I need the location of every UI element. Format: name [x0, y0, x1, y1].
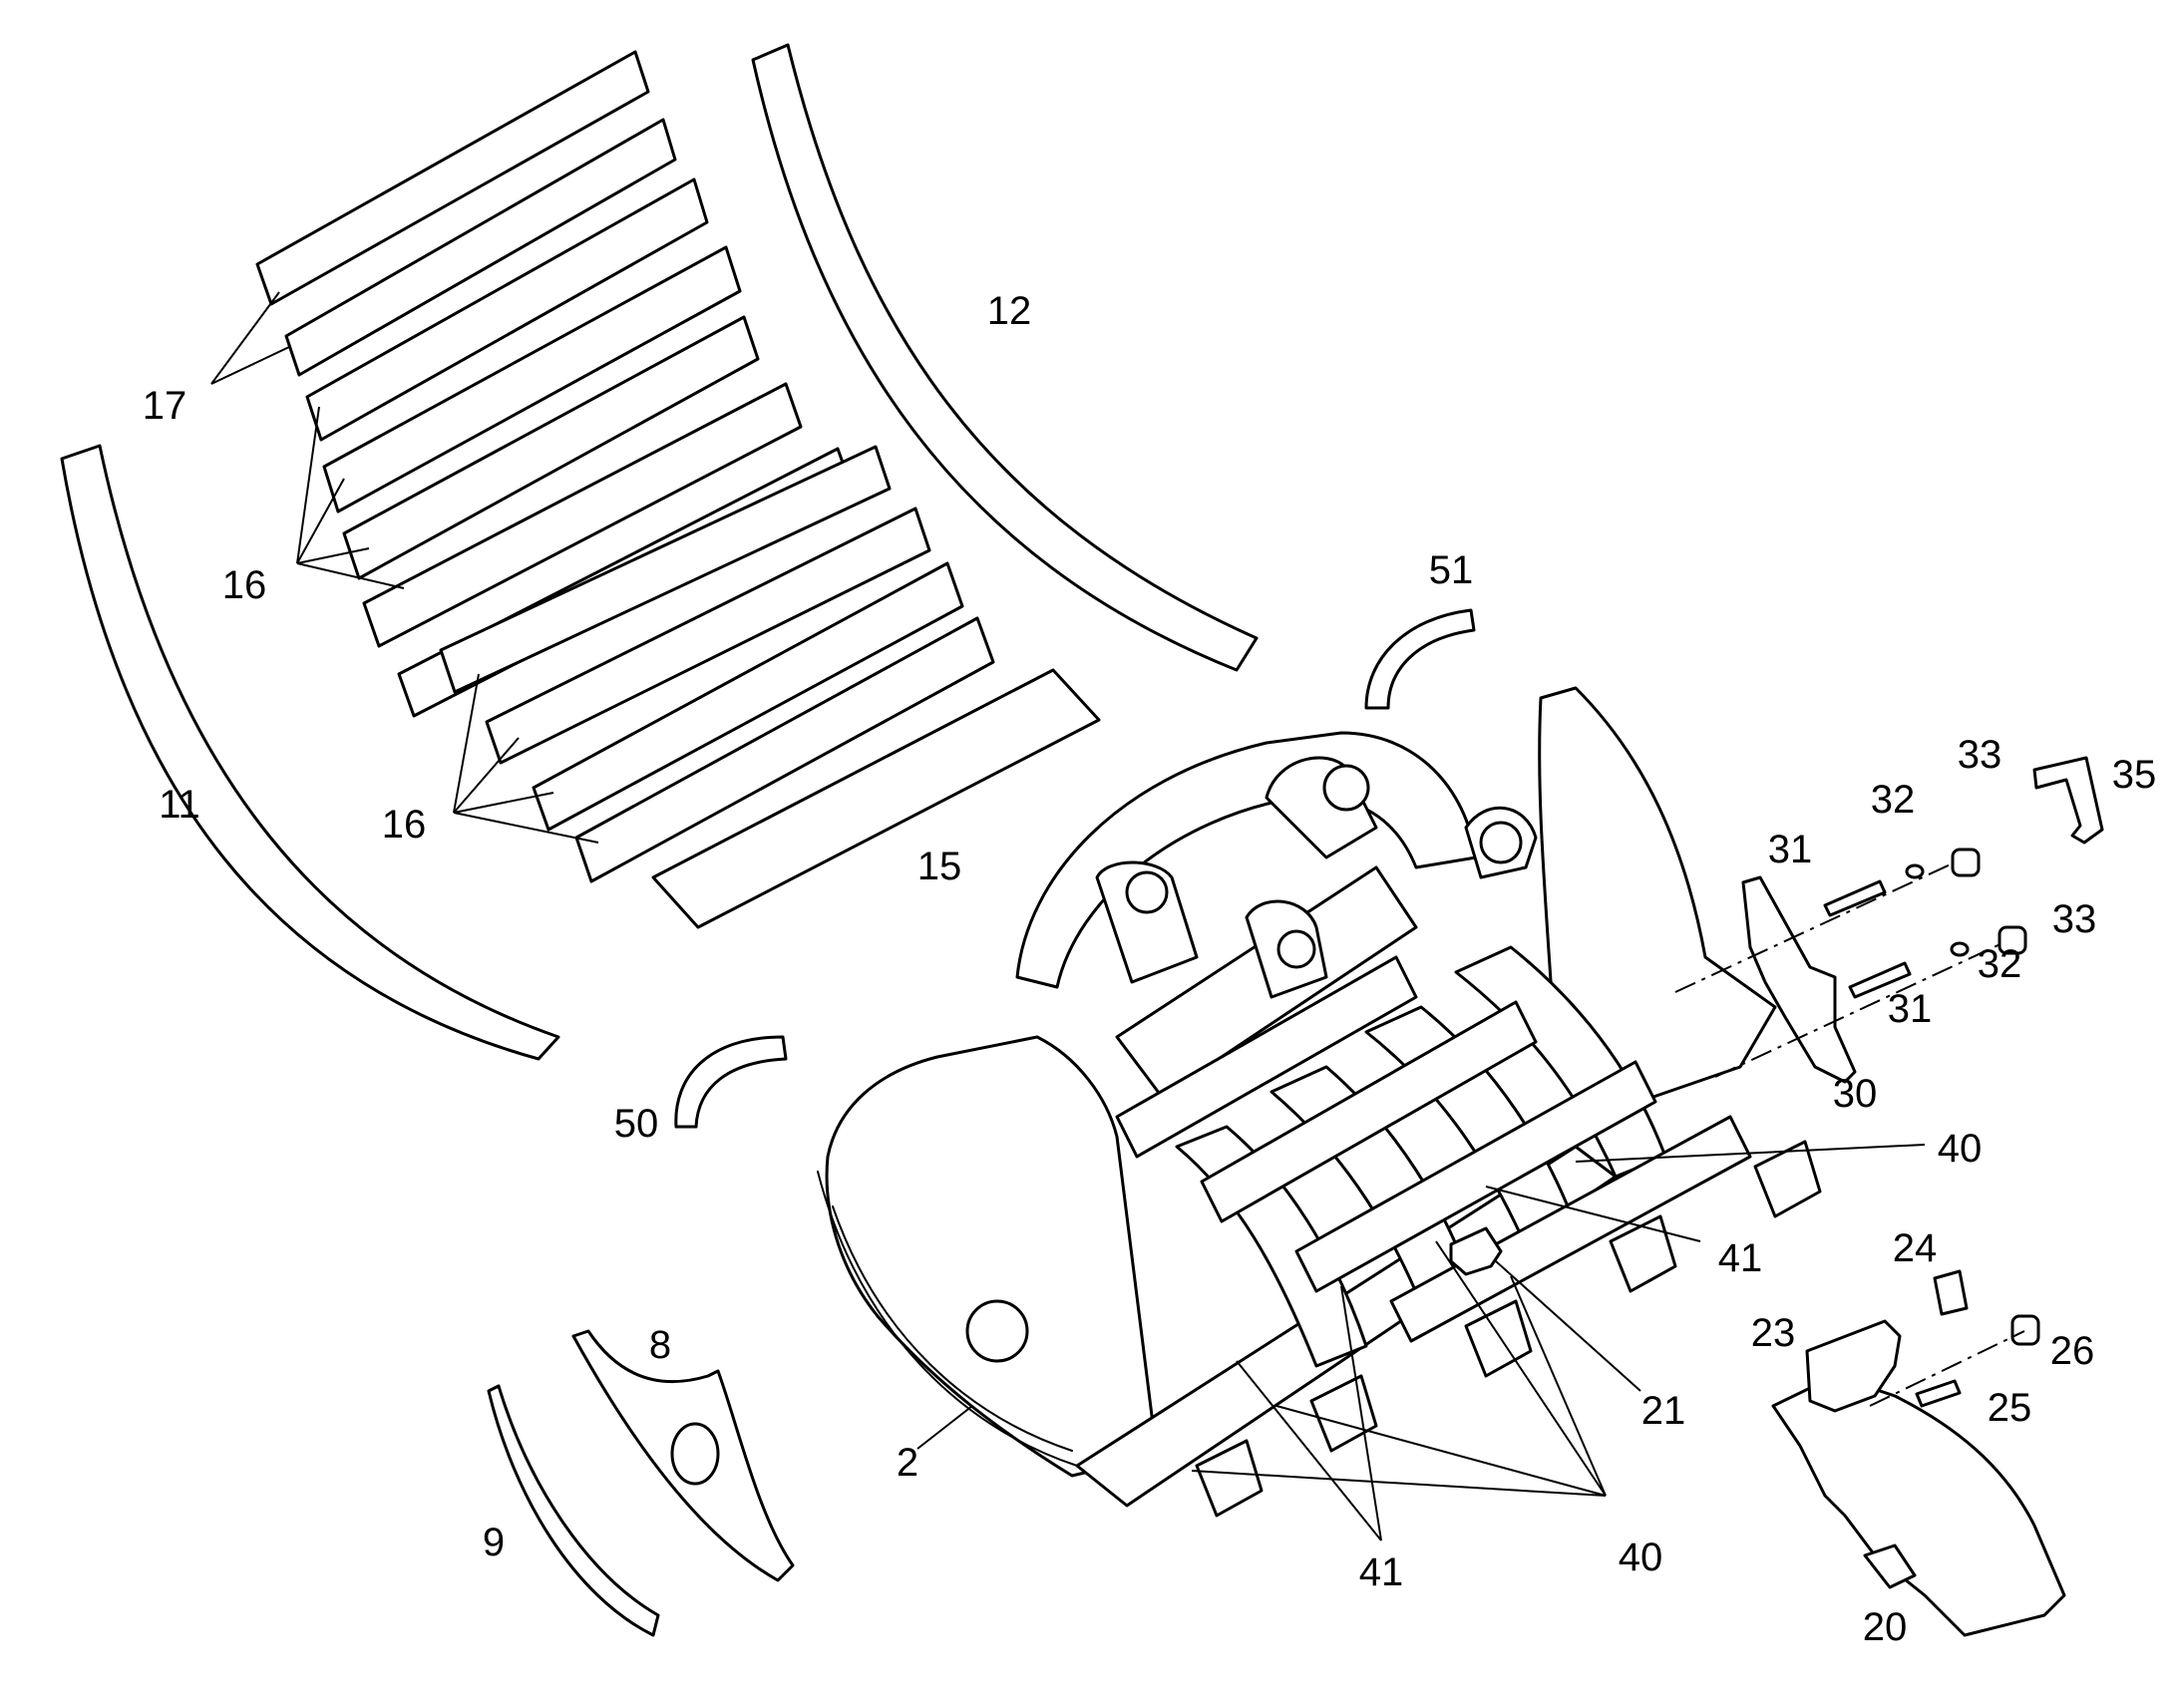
part-16-lower-wear-strips	[439, 445, 995, 883]
part-51-curved-plate	[1364, 608, 1476, 710]
callout-30: 30	[1833, 1072, 1878, 1116]
part-35-clip	[2032, 756, 2104, 845]
callout-50: 50	[614, 1102, 659, 1146]
part-11-left-side-strip	[60, 444, 560, 1061]
part-50-curved-plate	[674, 1035, 788, 1129]
part-30-side-wear-plate	[1741, 875, 1857, 1084]
part-25-pin	[1915, 1379, 1962, 1408]
callout-32-bottom: 32	[1978, 942, 2022, 986]
callout-23: 23	[1751, 1311, 1796, 1355]
callout-35: 35	[2112, 753, 2157, 797]
part-24-small-clip	[1933, 1269, 1969, 1316]
part-33-bushings	[1951, 848, 2027, 955]
callout-31-top: 31	[1768, 828, 1813, 871]
callout-32-top: 32	[1871, 778, 1916, 822]
callout-15: 15	[917, 845, 962, 888]
callout-25: 25	[1988, 1386, 2032, 1430]
leader-lines	[210, 291, 1926, 1541]
part-15-bottom-wear-plate	[651, 668, 1101, 929]
callout-51: 51	[1429, 548, 1474, 592]
callout-20: 20	[1863, 1605, 1908, 1649]
callout-16-upper: 16	[222, 563, 267, 607]
part-23-tooth-point	[1805, 1319, 1902, 1413]
callout-40-top: 40	[1938, 1127, 1983, 1171]
callout-33-top: 33	[1958, 733, 2002, 777]
part-21-retainer	[1449, 1226, 1503, 1276]
callout-16-lower: 16	[382, 803, 427, 847]
callout-41-bottom: 41	[1359, 1550, 1404, 1594]
callout-31-bottom: 31	[1888, 987, 1933, 1031]
part-16-upper-wear-strips	[305, 177, 855, 718]
callout-2: 2	[897, 1441, 918, 1485]
callout-labels: 17 16 16 11 12 15 51 50 33 35 32 31 33 3…	[143, 289, 2157, 1649]
part-17-wear-strips	[255, 50, 677, 377]
callout-12: 12	[987, 289, 1032, 333]
callout-9: 9	[483, 1521, 505, 1564]
callout-8: 8	[649, 1323, 671, 1367]
part-32-washers	[1905, 863, 1970, 957]
tooth-centerline	[1869, 1330, 2025, 1407]
part-31-pins	[1823, 879, 1912, 999]
callout-11: 11	[159, 783, 200, 827]
callout-40-bottom: 40	[1619, 1536, 1663, 1579]
callout-24: 24	[1893, 1226, 1938, 1270]
callout-41-top: 41	[1718, 1236, 1763, 1280]
part-26-bushing	[2010, 1314, 2040, 1346]
callout-26: 26	[2050, 1329, 2095, 1373]
part-12-right-side-strip	[751, 43, 1259, 672]
callout-17: 17	[143, 384, 187, 428]
callout-21: 21	[1641, 1389, 1686, 1433]
part-20-tooth-adapter	[1771, 1374, 2066, 1637]
part-9-curved-strip	[487, 1384, 660, 1637]
callout-33-bottom: 33	[2052, 897, 2097, 941]
assembly-centerlines	[1674, 861, 2005, 1078]
